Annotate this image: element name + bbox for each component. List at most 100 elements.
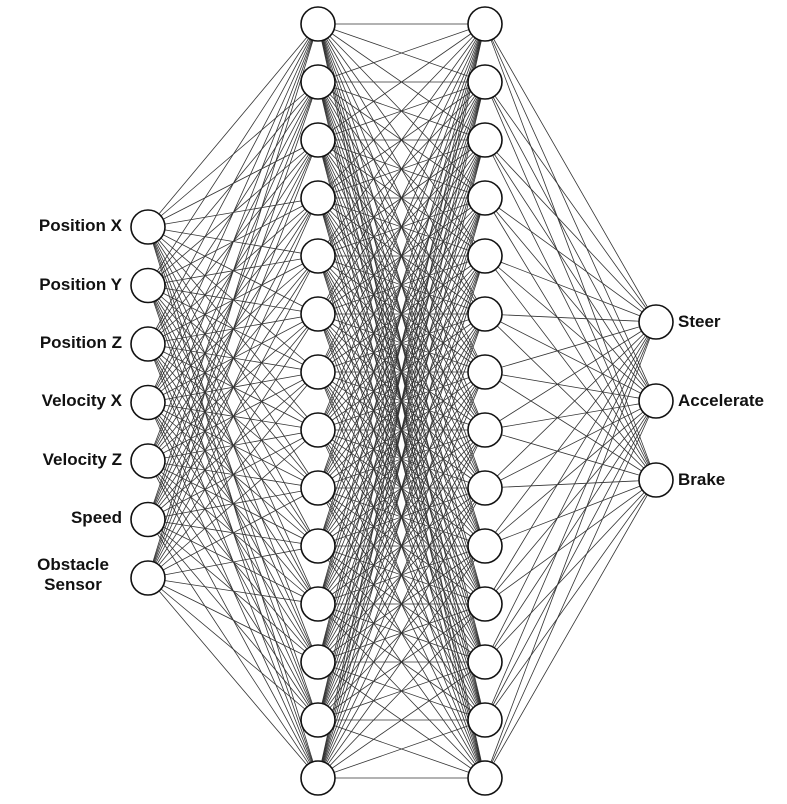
connection-edge bbox=[317, 719, 486, 779]
connection-edge bbox=[317, 23, 486, 141]
hidden1-node-12 bbox=[300, 644, 336, 680]
connection-edge bbox=[484, 139, 657, 323]
connection-edge bbox=[147, 577, 319, 605]
hidden2-node-1 bbox=[467, 6, 503, 42]
connection-edge bbox=[317, 23, 486, 779]
input-node-6 bbox=[130, 501, 166, 538]
connection-edge bbox=[484, 197, 657, 481]
connection-edge bbox=[484, 400, 657, 547]
connection-edge bbox=[317, 23, 486, 83]
connection-edge bbox=[484, 479, 657, 547]
connection-edge bbox=[147, 81, 319, 579]
input-node-4 bbox=[130, 384, 166, 421]
input-node-7 bbox=[130, 560, 166, 596]
hidden2-node-12 bbox=[467, 644, 503, 680]
connection-edge bbox=[484, 197, 657, 323]
input-label-position-z: Position Z bbox=[39, 333, 122, 352]
connection-edge bbox=[317, 429, 486, 779]
connection-edge bbox=[317, 81, 486, 779]
output-label-brake: Brake bbox=[678, 470, 726, 489]
input-node-2 bbox=[130, 267, 166, 304]
connection-edge bbox=[484, 139, 657, 402]
connection-edge bbox=[484, 429, 657, 481]
hidden1-node-7 bbox=[300, 354, 336, 390]
connection-edge bbox=[317, 661, 486, 779]
connection-edge bbox=[147, 429, 319, 579]
hidden2-node-11 bbox=[467, 586, 503, 622]
connection-edge bbox=[147, 487, 319, 579]
connection-edge bbox=[317, 255, 486, 779]
connections bbox=[147, 23, 657, 779]
output-node-1 bbox=[638, 304, 674, 340]
connection-edge bbox=[317, 313, 486, 779]
connection-edge bbox=[317, 23, 486, 257]
hidden1-node-3 bbox=[300, 122, 336, 158]
input-label-obstacle-sensor: Obstacle Sensor bbox=[37, 555, 109, 594]
connection-edge bbox=[484, 371, 657, 402]
hidden1-node-8 bbox=[300, 412, 336, 448]
connection-edge bbox=[317, 487, 486, 779]
connection-edge bbox=[484, 479, 657, 779]
connection-edge bbox=[484, 197, 657, 402]
hidden2-node-2 bbox=[467, 64, 503, 100]
hidden2-node-6 bbox=[467, 296, 503, 332]
connection-edge bbox=[147, 577, 319, 721]
connection-edge bbox=[484, 81, 657, 402]
connection-edge bbox=[484, 400, 657, 489]
connection-edge bbox=[484, 255, 657, 481]
input-label-velocity-x: Velocity X bbox=[41, 391, 122, 410]
connection-edge bbox=[317, 23, 486, 489]
connection-edge bbox=[317, 23, 486, 315]
output-label-steer: Steer bbox=[678, 312, 721, 331]
connection-edge bbox=[147, 23, 319, 462]
input-label-position-y: Position Y bbox=[39, 275, 122, 294]
connection-edge bbox=[484, 23, 657, 323]
connection-edge bbox=[484, 321, 657, 431]
input-node-5 bbox=[130, 443, 166, 479]
connection-edge bbox=[484, 321, 657, 373]
connection-edge bbox=[147, 139, 319, 579]
connection-edge bbox=[147, 197, 319, 579]
connection-edge bbox=[484, 479, 657, 605]
hidden2-node-8 bbox=[467, 412, 503, 448]
connection-edge bbox=[147, 313, 319, 579]
connection-edge bbox=[317, 23, 486, 547]
connection-edge bbox=[484, 313, 657, 402]
connection-edge bbox=[484, 313, 657, 323]
hidden2-node-5 bbox=[467, 238, 503, 274]
connection-edge bbox=[484, 255, 657, 323]
hidden1-node-1 bbox=[300, 6, 336, 42]
input-label-speed: Speed bbox=[70, 508, 122, 527]
connection-edge bbox=[484, 81, 657, 481]
connection-edge bbox=[317, 603, 486, 779]
input-label-velocity-z: Velocity Z bbox=[42, 450, 122, 469]
hidden2-node-13 bbox=[467, 702, 503, 738]
connection-edge bbox=[484, 255, 657, 402]
connection-edge bbox=[317, 371, 486, 779]
connection-edge bbox=[484, 321, 657, 663]
hidden2-node-9 bbox=[467, 470, 503, 506]
hidden1-node-2 bbox=[300, 64, 336, 100]
hidden1-node-9 bbox=[300, 470, 336, 506]
hidden2-node-10 bbox=[467, 528, 503, 564]
connection-edge bbox=[147, 23, 319, 228]
hidden2-node-14 bbox=[467, 760, 503, 796]
connection-edge bbox=[484, 371, 657, 481]
output-label-accelerate: Accelerate bbox=[678, 391, 765, 410]
hidden1-node-11 bbox=[300, 586, 336, 622]
connection-edge bbox=[484, 321, 657, 547]
connection-edge bbox=[147, 371, 319, 579]
connection-edge bbox=[317, 197, 486, 779]
connection-edge bbox=[147, 23, 319, 520]
connection-edge bbox=[484, 479, 657, 721]
connection-edge bbox=[147, 23, 319, 286]
input-node-3 bbox=[130, 326, 166, 362]
connection-edge bbox=[317, 139, 486, 779]
hidden2-node-7 bbox=[467, 354, 503, 390]
connection-edge bbox=[317, 545, 486, 779]
hidden1-node-5 bbox=[300, 238, 336, 274]
connection-edge bbox=[484, 321, 657, 721]
connection-edge bbox=[317, 23, 486, 373]
